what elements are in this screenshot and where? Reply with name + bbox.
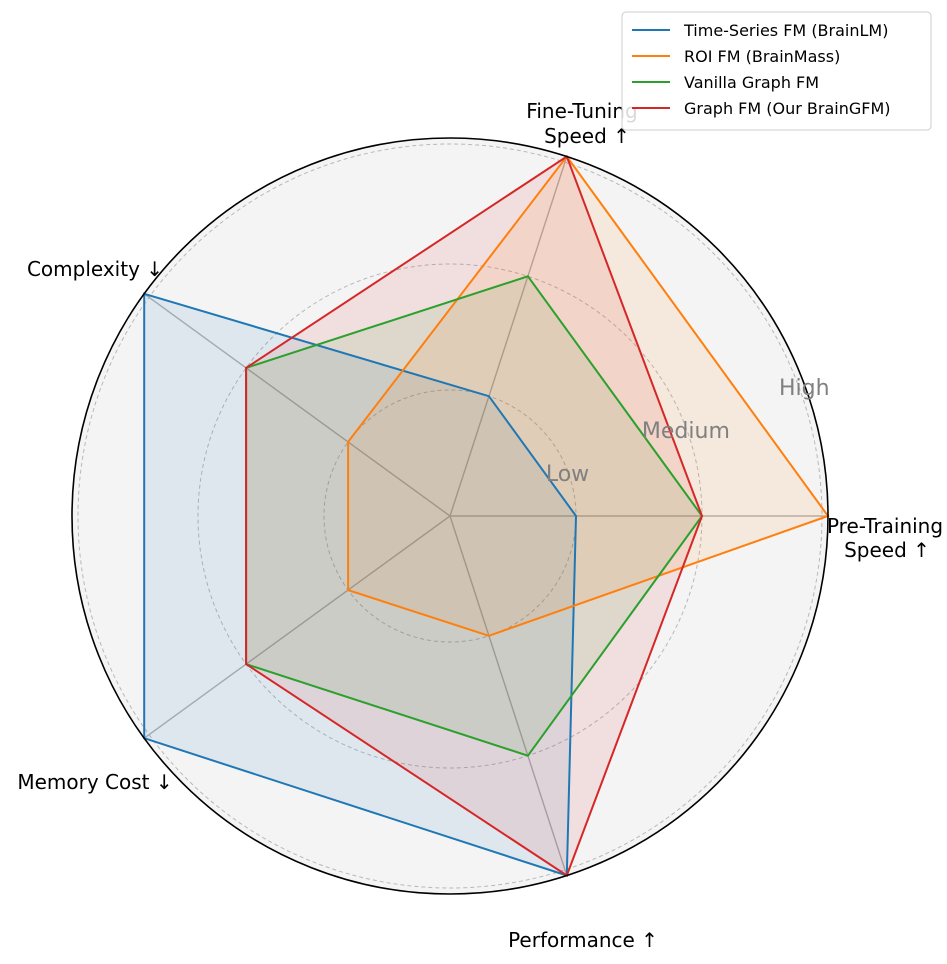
spoke-1 [449, 156, 568, 517]
spoke-3 [143, 515, 451, 739]
series-fill-1 [348, 156, 828, 636]
level-labels: Low Medium High [546, 376, 830, 487]
axis-label-3: Memory Cost ↓ [17, 770, 172, 794]
legend-box [621, 11, 932, 131]
series-line-1 [347, 154, 830, 637]
axis-label-0-line-1: Speed ↑ [844, 538, 930, 562]
legend-label-1: ROI FM (BrainMass) [684, 47, 840, 66]
legend-label-3: Graph FM (Our BrainGFM) [684, 99, 891, 118]
level-label-1: Medium [642, 419, 730, 444]
level-label-2: High [779, 376, 830, 401]
legend-label-2: Vanilla Graph FM [684, 73, 819, 92]
series-fill-2 [246, 276, 702, 756]
axis-label-0-line-0: Pre-Training [827, 514, 943, 538]
axis-label-2: Complexity ↓ [27, 257, 163, 281]
legend: Time-Series FM (BrainLM) ROI FM (BrainMas… [621, 11, 932, 131]
level-label-0: Low [546, 462, 589, 487]
series-fill-3 [246, 156, 702, 876]
spoke-2 [143, 293, 451, 517]
series-layer [143, 154, 830, 878]
axis-label-1-line-1: Speed ↑ [544, 124, 630, 148]
series-fill-0 [144, 293, 576, 876]
outer-frame [71, 137, 829, 895]
series-line-3 [245, 154, 704, 878]
series-line-0 [143, 292, 578, 877]
legend-label-0: Time-Series FM (BrainLM) [683, 21, 888, 40]
axis-label-4: Performance ↑ [508, 928, 658, 952]
spoke-4 [449, 515, 568, 876]
axis-label-1-line-0: Fine-Tuning [526, 99, 637, 123]
radar-spokes [143, 156, 828, 876]
